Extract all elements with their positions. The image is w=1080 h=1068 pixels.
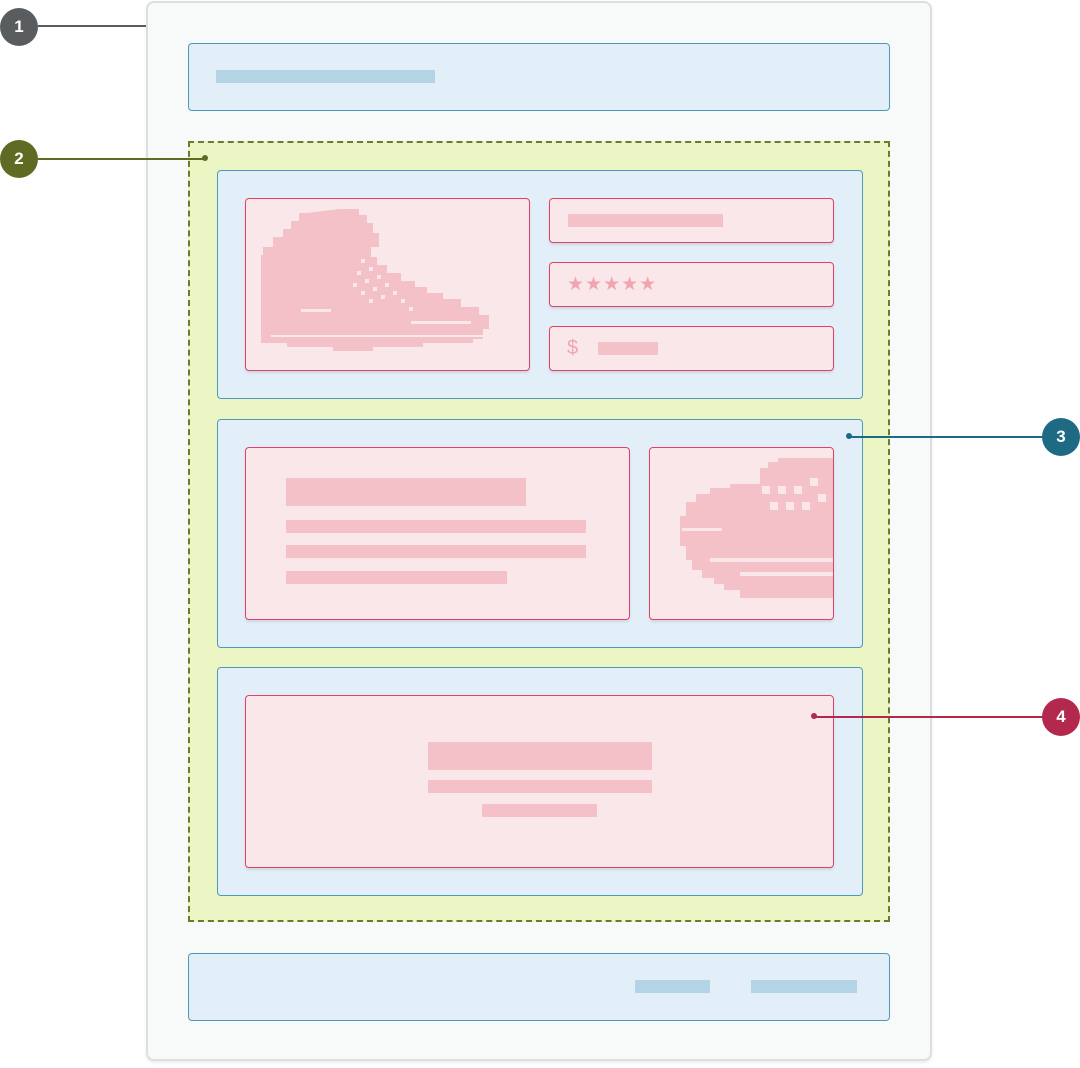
description-card: [245, 447, 630, 620]
banner-card: [245, 695, 834, 868]
footer-link-placeholder: [635, 980, 710, 993]
product-summary-section: ★★★★★ $: [217, 170, 863, 399]
banner-line-placeholder: [428, 780, 652, 793]
callout-leader-2: [38, 158, 204, 160]
header-title-placeholder: [216, 70, 435, 83]
sneaker-detail-icon: [680, 458, 833, 598]
dollar-icon: $: [567, 337, 579, 359]
gallery-card: [649, 447, 834, 620]
product-image-card: [245, 198, 530, 371]
product-rating-card: ★★★★★: [549, 262, 834, 307]
product-price-placeholder: [598, 342, 658, 355]
callout-leader-3: [849, 436, 1043, 438]
main-content-region: ★★★★★ $: [188, 141, 890, 922]
callout-leader-1: [38, 25, 166, 27]
product-price-card: $: [549, 326, 834, 371]
product-title-card: [549, 198, 834, 243]
header-section: [188, 43, 890, 111]
banner-heading-placeholder: [428, 742, 652, 770]
callout-badge-1: 1: [0, 8, 38, 46]
callout-badge-4: 4: [1042, 698, 1080, 736]
footer-link-placeholder: [751, 980, 857, 993]
description-line-placeholder: [286, 571, 507, 584]
star-rating-icon: ★★★★★: [567, 274, 658, 295]
banner-button-placeholder: [482, 804, 597, 817]
product-title-placeholder: [568, 214, 723, 227]
footer-section: [188, 953, 890, 1021]
callout-badge-3: 3: [1042, 418, 1080, 456]
description-line-placeholder: [286, 520, 586, 533]
callout-anchor-2: [202, 155, 208, 161]
callout-leader-4: [814, 716, 1043, 718]
sneaker-icon: [261, 209, 491, 351]
product-details-section: [217, 419, 863, 648]
banner-section: [217, 667, 863, 896]
description-heading-placeholder: [286, 478, 526, 506]
description-line-placeholder: [286, 545, 586, 558]
callout-badge-2: 2: [0, 140, 38, 178]
